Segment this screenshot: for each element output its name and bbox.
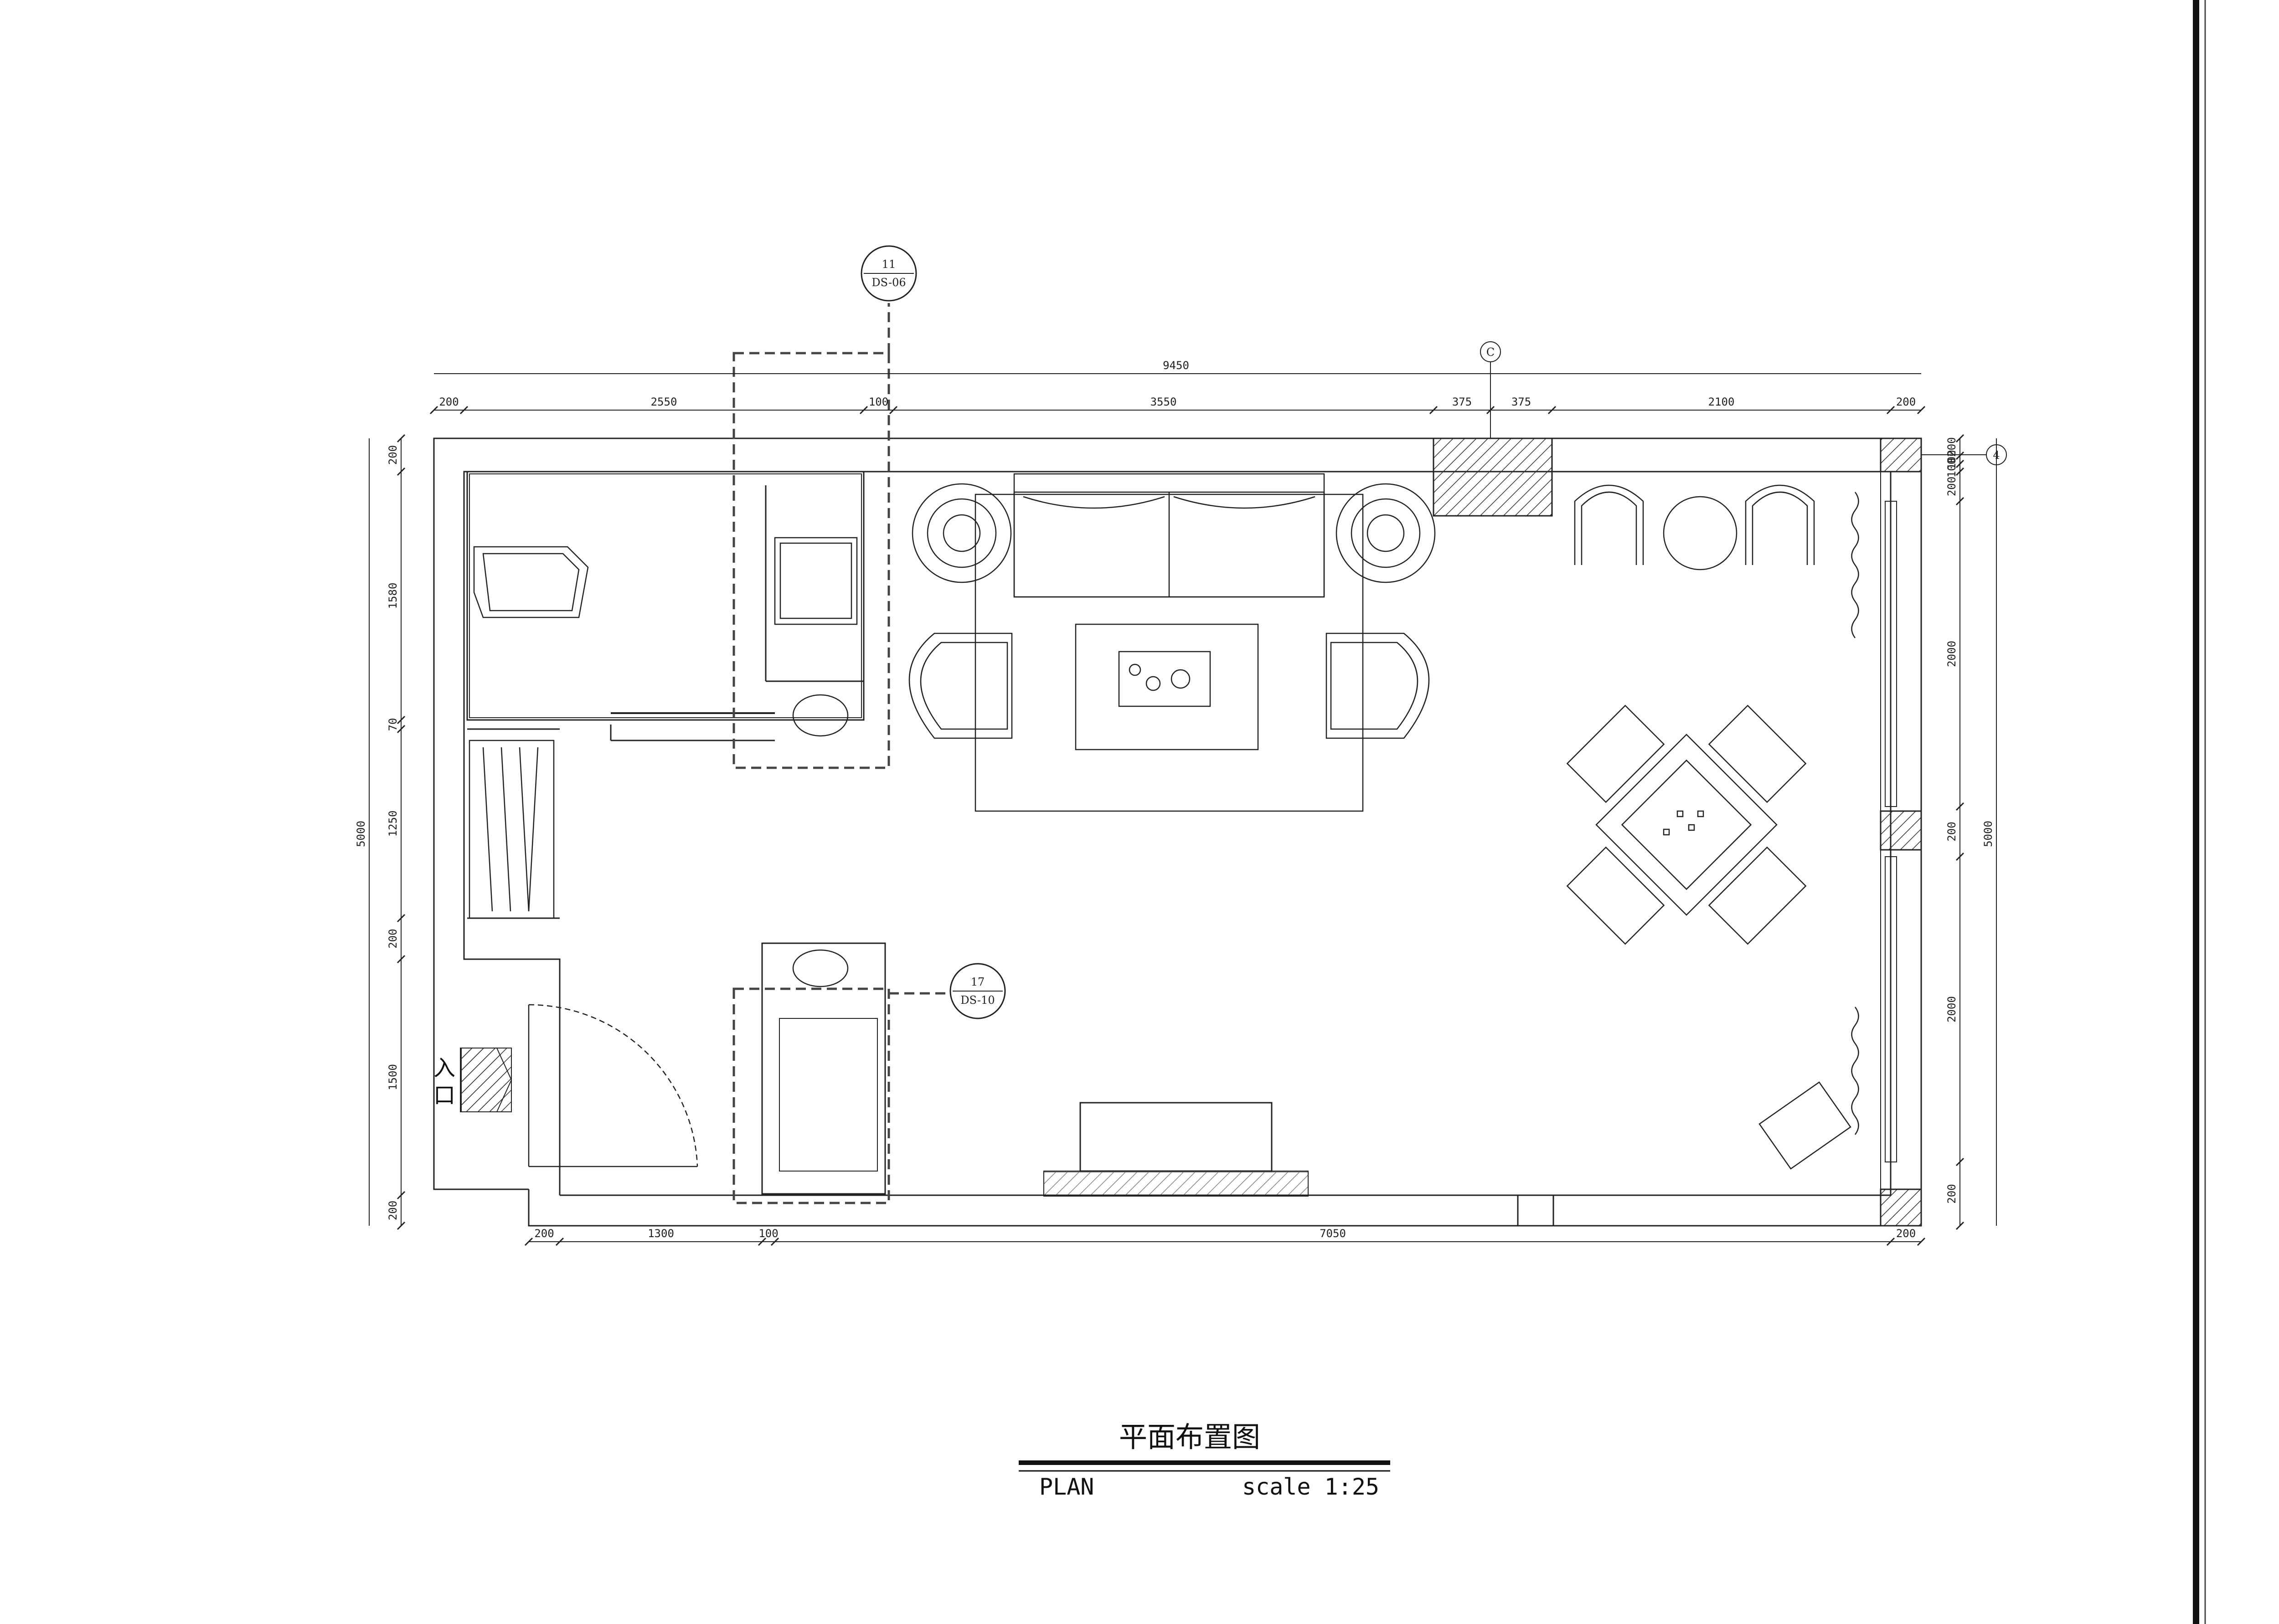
dimension-label: 375	[1511, 396, 1531, 408]
dimension-tick	[1955, 467, 1964, 476]
dimension-tick	[1955, 434, 1964, 443]
dimension-tick	[758, 1237, 767, 1246]
dimension-tick	[889, 406, 898, 415]
dimension-label: 3550	[1150, 396, 1177, 408]
dimension-tick	[459, 406, 469, 415]
furniture	[469, 473, 1859, 1170]
grid-marker-column: C	[1480, 341, 1501, 438]
dimension-tick	[555, 1237, 564, 1246]
dimension-label: 200	[1945, 437, 1958, 457]
dimension-label: 200	[1896, 396, 1916, 408]
dim-right-overall: 5000	[1982, 821, 1995, 847]
dimension-tick	[397, 467, 406, 476]
dimension-label: 1250	[387, 811, 399, 837]
section-callout-17: 17 DS-10	[949, 963, 1006, 1019]
dimension-tick	[770, 1237, 779, 1246]
dimension-tick	[1955, 459, 1964, 468]
dimension-label: 200	[387, 1201, 399, 1220]
dim-top-overall: 9450	[1163, 359, 1189, 372]
dimension-tick	[1486, 406, 1495, 415]
dimension-tick	[1547, 406, 1557, 415]
dimension-label: 200	[439, 396, 459, 408]
dimension-label: 1300	[648, 1227, 674, 1240]
toilet	[792, 949, 849, 987]
callout-sheet: DS-10	[960, 994, 995, 1007]
dimension-label: 100	[758, 1227, 778, 1240]
dimension-label: 1580	[387, 583, 399, 609]
dimension-tick	[1429, 406, 1438, 415]
dimension-label: 200	[387, 445, 399, 465]
dimension-tick	[397, 715, 406, 725]
dim-left-overall: 5000	[355, 821, 367, 847]
structural-column	[1433, 437, 1553, 517]
tv-base-hatch	[1043, 1172, 1309, 1196]
entrance-label-2: 口	[433, 1083, 455, 1108]
dimension-tick	[1917, 406, 1926, 415]
svg-text:C: C	[1486, 346, 1495, 359]
wall-pier	[1880, 437, 1922, 473]
dimension-tick	[397, 955, 406, 964]
wall-pier	[1880, 1188, 1922, 1227]
dims-bottom: 200 1300 100 7050 200	[524, 1227, 1926, 1246]
drawing-title-en: PLAN	[1039, 1474, 1094, 1500]
wall-pier	[1880, 810, 1922, 851]
callout-sheet: DS-06	[871, 276, 906, 289]
dimension-label: 100	[1945, 458, 1958, 478]
dimension-tick	[1955, 497, 1964, 506]
toilet	[792, 694, 849, 737]
dimension-label: 2000	[1945, 996, 1958, 1023]
grid-marker-row: 4	[1921, 444, 2007, 465]
dimension-tick	[1955, 802, 1964, 811]
dimension-tick	[1886, 1237, 1895, 1246]
dimension-label: 200	[1945, 1184, 1958, 1203]
dimension-label: 200	[1896, 1227, 1916, 1240]
dimension-label: 7050	[1320, 1227, 1346, 1240]
dimension-label: 70	[387, 718, 399, 731]
callout-number: 11	[882, 258, 896, 271]
dimension-tick	[1955, 451, 1964, 460]
dimension-label: 2550	[651, 396, 677, 408]
dimension-label: 375	[1452, 396, 1472, 408]
entrance-marker: 入 口	[433, 1048, 512, 1112]
dimension-tick	[1955, 852, 1964, 861]
dimension-label: 2000	[1945, 641, 1958, 667]
dimension-label: 200	[1945, 477, 1958, 496]
dims-left: 200 1580 70 1250 200 1500 200	[387, 434, 406, 1230]
dimension-label: 1500	[387, 1064, 399, 1090]
dimension-tick	[859, 406, 868, 415]
detail-boundaries	[732, 303, 948, 1204]
dimension-tick	[1917, 1237, 1926, 1246]
dimension-tick	[429, 406, 438, 415]
dimension-tick	[397, 725, 406, 734]
dimension-tick	[1955, 1221, 1964, 1230]
dimension-label: 200	[534, 1227, 554, 1240]
dims-top: 200 2550 100 3550 375 375 2100 200	[429, 396, 1926, 415]
dimension-label: 100	[869, 396, 888, 408]
dimension-tick	[397, 1221, 406, 1230]
entrance-label-1: 入	[433, 1055, 455, 1081]
dimension-label: 200	[387, 929, 399, 948]
callout-number: 17	[971, 976, 985, 988]
dimension-tick	[1955, 1157, 1964, 1167]
dimension-lines	[369, 373, 1997, 1242]
drawing-scale: scale 1:25	[1242, 1474, 1379, 1500]
dimension-tick	[1886, 406, 1895, 415]
dimension-label: 100	[1945, 450, 1958, 469]
dimension-tick	[397, 1191, 406, 1200]
dimension-label: 200	[1945, 822, 1958, 841]
dimension-tick	[397, 914, 406, 923]
dimension-tick	[397, 434, 406, 443]
drawing-title-cn: 平面布置图	[1119, 1420, 1260, 1454]
dimension-label: 2100	[1708, 396, 1735, 408]
walls	[433, 437, 1922, 1227]
section-callout-11: 11 DS-06	[861, 245, 917, 302]
dimension-tick	[524, 1237, 533, 1246]
